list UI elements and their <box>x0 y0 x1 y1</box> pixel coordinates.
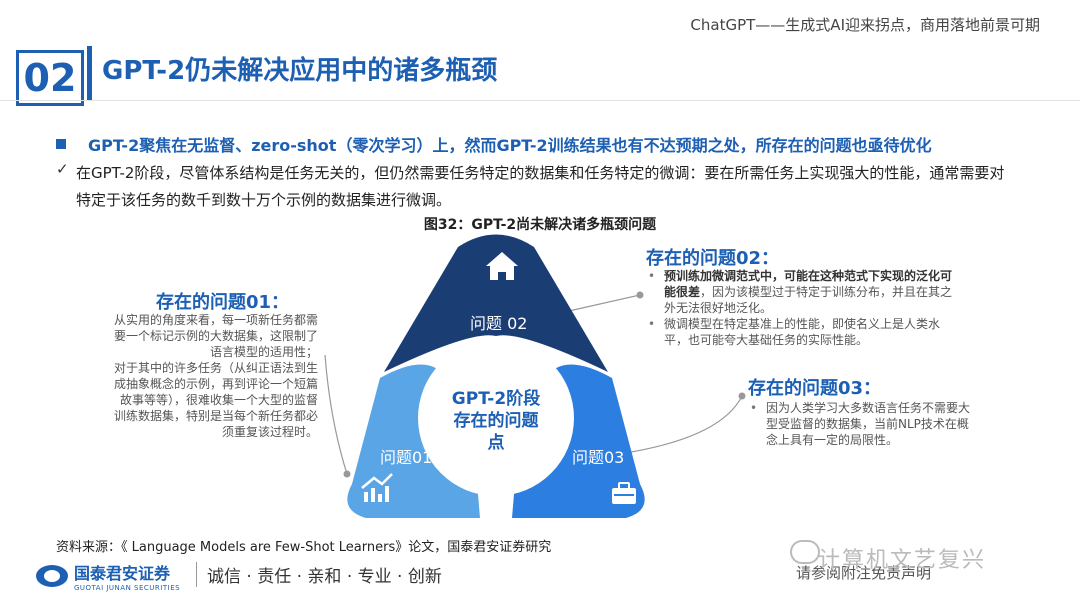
title-accent-bar <box>87 46 92 100</box>
briefcase-icon <box>612 482 636 504</box>
problem-02-text: 预训练加微调范式中，可能在这种范式下实现的泛化可能很差，因为该模型过于特定于训练… <box>646 268 956 348</box>
key-bullet: GPT-2聚焦在无监督、zero-shot（零次学习）上，然而GPT-2训练结果… <box>56 132 932 156</box>
header-divider <box>0 100 1080 101</box>
square-bullet-icon <box>56 139 66 149</box>
problem-02-item: 预训练加微调范式中，可能在这种范式下实现的泛化可能很差，因为该模型过于特定于训练… <box>646 268 956 316</box>
figure-caption: 图32：GPT-2尚未解决诸多瓶颈问题 <box>423 217 657 233</box>
segment-02-label: 问题 02 <box>470 314 528 333</box>
problem-01-line: 语言模型的适用性； <box>209 345 318 359</box>
connector-03-dot <box>738 392 746 400</box>
problem-01-title: 存在的问题01： <box>156 292 290 313</box>
home-icon <box>486 252 518 280</box>
segment-01 <box>347 364 480 518</box>
problem-01-text: 从实用的角度来看，每一项新任务都需 要一个标记示例的大数据集，这限制了 语言模型… <box>78 312 318 440</box>
logo-en: GUOTAI JUNAN SECURITIES <box>74 584 181 592</box>
problem-02-item: 微调模型在特定基准上的性能，即使名义上是人类水平，也可能夸大基础任务的实际性能。 <box>646 316 956 348</box>
segment-03-label: 问题03 <box>572 448 625 467</box>
problem-01-line: 须重复该过程时。 <box>221 425 318 439</box>
problem-03-item: 因为人类学习大多数语言任务不需要大型受监督的数据集，当前NLP技术在概念上具有一… <box>748 400 978 448</box>
company-logo: 国泰君安证券 GUOTAI JUNAN SECURITIES <box>36 560 180 592</box>
top-title: ChatGPT——生成式AI迎来拐点，商用落地前景可期 <box>690 16 1040 34</box>
problem-01-line: 从实用的角度来看，每一项新任务都需 <box>113 313 318 327</box>
page-title: GPT-2仍未解决应用中的诸多瓶颈 <box>102 56 498 86</box>
problem-01-line: 对于其中的许多任务（从纠正语法到生 <box>113 361 318 375</box>
disclaimer: 请参阅附注免责声明 <box>796 564 932 582</box>
problem-02-item-rest: ，因为该模型过于特定于训练分布，并且在其之外无法很好地泛化。 <box>664 285 953 315</box>
connector-02 <box>559 294 641 314</box>
chart-trend-icon <box>361 473 393 502</box>
connector-01 <box>324 354 348 475</box>
source-note: 资料来源：《 Language Models are Few-Shot Lear… <box>56 540 552 555</box>
connector-01-dot <box>343 470 351 478</box>
logo-cn: 国泰君安证券 <box>74 564 171 583</box>
center-label: GPT-2阶段存在的问题点 <box>451 389 541 453</box>
wechat-icon <box>790 540 820 564</box>
connector-03 <box>611 395 743 456</box>
problem-01-line: 故事等等），很难收集一个大型的监督 <box>119 393 318 407</box>
center-circle <box>418 340 574 496</box>
problem-01-line: 训练数据集，特别是当每个新任务都必 <box>113 409 318 423</box>
problem-01-line: 要一个标记示例的大数据集，这限制了 <box>113 329 318 343</box>
segment-03 <box>512 364 645 518</box>
logo-mark-icon <box>36 565 68 587</box>
problem-03-text: 因为人类学习大多数语言任务不需要大型受监督的数据集，当前NLP技术在概念上具有一… <box>748 400 978 448</box>
problem-02-item-bold: 预训练加微调范式中，可能在这种范式下实现的泛化可能很差 <box>664 269 953 299</box>
body-paragraph: 在GPT-2阶段，尽管体系结构是任务无关的，但仍然需要任务特定的数据集和任务特定… <box>76 164 1005 209</box>
connector-02-dot <box>636 291 644 299</box>
section-number: 02 <box>16 50 84 106</box>
segment-02 <box>384 234 608 372</box>
problem-01-line: 成抽象概念的示例，再到评论一个短篇 <box>113 377 318 391</box>
watermark: 计算机文艺复兴 <box>818 548 987 573</box>
company-motto: 诚信 · 责任 · 亲和 · 专业 · 创新 <box>196 562 442 587</box>
key-bullet-text: GPT-2聚焦在无监督、zero-shot（零次学习）上，然而GPT-2训练结果… <box>88 136 932 155</box>
problem-02-title: 存在的问题02： <box>646 248 780 269</box>
problem-03-title: 存在的问题03： <box>748 378 882 399</box>
segment-01-label: 问题01 <box>380 448 433 467</box>
check-icon: ✓ <box>56 160 69 178</box>
